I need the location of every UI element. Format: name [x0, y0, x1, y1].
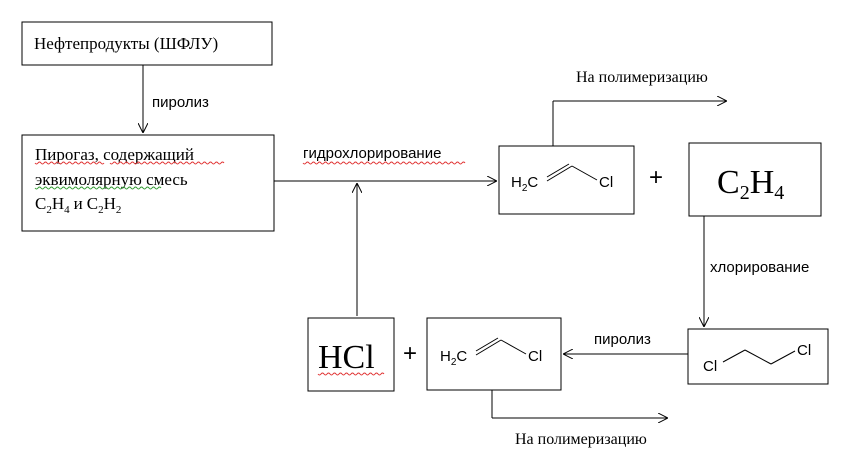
vinyl-top-single-bond	[571, 165, 598, 181]
ethylene-formula: C2H4	[717, 164, 784, 204]
c2h4-n2: 2	[46, 204, 52, 216]
vinyl-top-c: C	[527, 174, 538, 191]
grammar-squiggle	[34, 186, 162, 190]
spellcheck-squiggle	[302, 161, 466, 165]
pyrogas-box	[21, 134, 275, 232]
c2h2-h: H	[104, 194, 116, 213]
vinyl-chloride-top-box	[498, 145, 635, 215]
vinyl-chloride-bottom-box	[426, 317, 562, 391]
vinyl-top-double-bond-2	[546, 163, 570, 178]
plus-top: +	[649, 164, 663, 191]
ethylene-c: C	[717, 164, 740, 201]
dce-bond-2	[744, 349, 772, 365]
spellcheck-squiggle	[317, 372, 385, 376]
dce-bond-3	[770, 350, 796, 365]
feedstock-label: Нефтепродукты (ШФЛУ)	[34, 34, 218, 53]
polymerization-bottom-label: На полимеризацию	[515, 431, 647, 448]
vinyl-top-h2c: H2C	[511, 174, 538, 194]
dce-bond-1	[722, 349, 746, 363]
spellcheck-squiggle	[109, 161, 225, 165]
vinyl-bottom-cl: Cl	[528, 348, 542, 365]
ethylene-h: H	[750, 164, 775, 201]
vinyl-top-cl: Cl	[599, 174, 613, 191]
vinyl-chloride-bottom-structure: H2C Cl	[440, 337, 542, 368]
c2h2-c: C	[87, 194, 98, 213]
vinyl-top-sub: 2	[522, 183, 528, 194]
ethylene-box	[688, 142, 822, 217]
vinyl-bottom-h2c: H2C	[440, 348, 467, 368]
plus-bottom: +	[403, 340, 417, 367]
vinyl-bottom-double-bond-1	[475, 339, 502, 356]
ethylene-n2: 2	[740, 182, 750, 204]
vinyl-top-h: H	[511, 174, 522, 191]
polymerization-top-label: На полимеризацию	[576, 69, 708, 86]
dce-cl-right: Cl	[797, 342, 811, 359]
vinyl-bottom-h: H	[440, 348, 451, 365]
c2h2-n2b: 2	[116, 204, 122, 216]
vinyl-bottom-single-bond	[500, 339, 527, 355]
c2h4-h: H	[52, 194, 64, 213]
vinyl-bottom-sub: 2	[451, 357, 457, 368]
vinyl-top-double-bond-1	[546, 165, 573, 182]
dce-cl-left: Cl	[703, 358, 717, 375]
hydrochlorination-label: гидрохлорирование	[303, 145, 441, 162]
vinyl-bottom-double-bond-2	[475, 337, 499, 352]
pyrogas-conj: и	[74, 194, 83, 213]
spellcheck-squiggle	[34, 161, 105, 165]
c2h4-c: C	[35, 194, 46, 213]
chlorination-label: хлорирование	[710, 259, 809, 276]
ethylene-n4: 4	[774, 182, 784, 204]
c2h2-n2: 2	[98, 204, 104, 216]
feedstock-box	[21, 21, 273, 66]
vinyl-chloride-top-structure: H2C Cl	[511, 163, 613, 194]
pyrogas-line1: Пирогаз, содержащий	[35, 145, 194, 164]
pyrolysis-bottom-label: пиролиз	[594, 331, 651, 348]
c2h4-n4: 4	[64, 204, 70, 216]
pyrogas-line2: эквимолярную смесь	[35, 170, 188, 189]
hcl-box	[307, 317, 395, 392]
vinyl-bottom-c: C	[456, 348, 467, 365]
hcl-label: HCl	[318, 339, 375, 376]
pyrolysis-top-label: пиролиз	[152, 94, 209, 111]
dichloroethane-structure: Cl Cl	[703, 342, 811, 375]
